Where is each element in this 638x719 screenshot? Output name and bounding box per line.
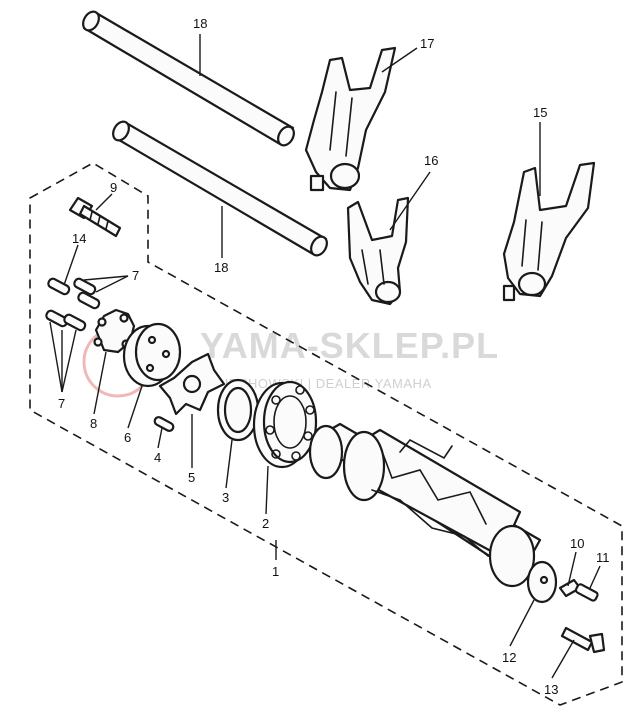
callout-12: 12: [502, 650, 516, 665]
callout-labels: 18 18 17 16 15 9 14 7 7 8 6 4 5 3 2 1 10…: [58, 16, 610, 697]
shift-fork-17: [304, 46, 397, 192]
shift-fork-16: [346, 196, 410, 306]
callout-14: 14: [72, 231, 86, 246]
shift-fork-shaft-lower: [112, 120, 328, 257]
callout-18-upper: 18: [193, 16, 207, 31]
pins-7: [45, 277, 101, 332]
callout-5: 5: [188, 470, 195, 485]
shift-fork-15: [502, 161, 596, 302]
assembly-boundary: [29, 162, 623, 706]
callout-6: 6: [124, 430, 131, 445]
leader-lines: [49, 34, 601, 679]
callout-9: 9: [110, 180, 117, 195]
star-plate-5: [158, 352, 226, 416]
shift-drum-1: [308, 422, 542, 588]
screw-13: [560, 626, 606, 654]
segment-8: [93, 308, 136, 354]
callout-4: 4: [154, 450, 161, 465]
callout-15: 15: [533, 105, 547, 120]
callout-17: 17: [420, 36, 434, 51]
watermark-title: YAMA-SKLEP.PL: [200, 325, 499, 366]
watermark: YAMA-SKLEP.PL OPIECHOWSKI | DEALER YAMAH…: [82, 325, 499, 398]
callout-13: 13: [544, 682, 558, 697]
callout-7-lower: 7: [58, 396, 65, 411]
callout-18-lower: 18: [214, 260, 228, 275]
callout-2: 2: [262, 516, 269, 531]
callout-7-upper: 7: [132, 268, 139, 283]
shift-fork-shaft-upper: [82, 10, 295, 147]
callout-3: 3: [222, 490, 229, 505]
callout-11: 11: [596, 550, 610, 565]
segment-6: [122, 322, 182, 388]
dowel-pin-4: [153, 416, 175, 432]
circlip-3: [216, 378, 260, 442]
bearing-2: [252, 380, 318, 469]
callout-10: 10: [570, 536, 584, 551]
spring-11: [574, 583, 599, 602]
callout-16: 16: [424, 153, 438, 168]
washer-12: [526, 560, 558, 604]
callout-1: 1: [272, 564, 279, 579]
screw-9: [68, 196, 122, 238]
watermark-subtitle: OPIECHOWSKI | DEALER YAMAHA: [205, 376, 432, 391]
callout-8: 8: [90, 416, 97, 431]
